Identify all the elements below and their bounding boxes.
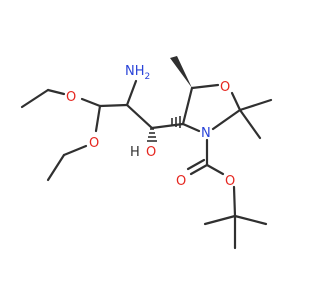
ethoxy-o2-label: O bbox=[89, 136, 99, 151]
bond-acetal-o2 bbox=[94, 104, 102, 133]
ethoxy-o1-label: O bbox=[66, 90, 76, 105]
carbonyl-o-label: O bbox=[176, 174, 186, 189]
bond-c4-c5 bbox=[181, 86, 194, 126]
bond-c3-c4 bbox=[150, 122, 185, 130]
bond-ring-o-c2 bbox=[230, 91, 242, 112]
hydroxyl-o-label: O bbox=[146, 145, 156, 160]
bond-c2-nh2 bbox=[125, 79, 138, 107]
bond-ethyl2-ch3 bbox=[46, 153, 66, 182]
ring-n-label: N bbox=[201, 126, 211, 141]
bond-c2-ring-n bbox=[211, 108, 242, 131]
bond-o1-acetal bbox=[80, 97, 102, 108]
bond-tbu-methyl-a bbox=[203, 214, 237, 226]
structure-canvas: NH2 O O O H O N O O bbox=[20, 56, 273, 250]
wedge-bond-c5-methyl bbox=[170, 56, 192, 88]
hashed-bond-c3-oh bbox=[147, 128, 157, 142]
nh2-label: NH2 bbox=[125, 64, 150, 82]
bond-o2-ch2 bbox=[62, 144, 88, 157]
ester-o-label: O bbox=[225, 174, 235, 189]
hashed-bond-c4 bbox=[171, 116, 181, 128]
molecule-diagram: NH2 O O O H O N O O bbox=[20, 56, 273, 250]
bond-ester-o-tbu bbox=[232, 185, 237, 218]
bond-c2-c3 bbox=[125, 103, 154, 130]
bond-ring-n-c4 bbox=[181, 122, 201, 133]
bond-ethyl1-ch3 bbox=[20, 88, 50, 109]
bond-c2-methyl-b bbox=[238, 108, 262, 140]
bond-c2-methyl-a bbox=[238, 98, 273, 112]
hydroxyl-h-label: H bbox=[130, 145, 140, 160]
ring-o-label: O bbox=[220, 80, 230, 95]
bond-carbonyl-double-a bbox=[189, 163, 209, 176]
bond-ethyl1-ch2-o bbox=[46, 88, 66, 96]
bond-tbu-methyl-b bbox=[233, 214, 268, 226]
bond-c5-ring-o bbox=[190, 83, 220, 90]
bond-acetal-c2 bbox=[98, 103, 129, 108]
bond-carbonyl-ester-o bbox=[205, 163, 225, 176]
bond-carbonyl-double-b bbox=[186, 158, 206, 171]
